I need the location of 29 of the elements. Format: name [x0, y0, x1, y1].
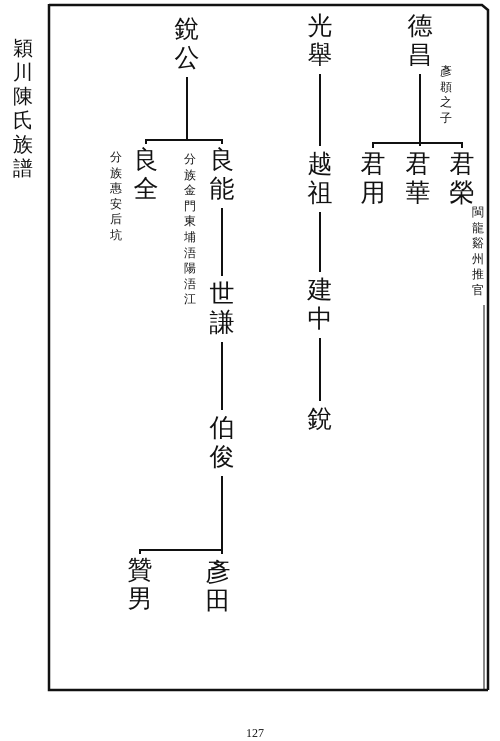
lineage-line [221, 208, 223, 276]
name-text: 君用 [360, 150, 386, 208]
name-text: 世謙 [210, 280, 234, 338]
note-text: 分族惠安后坑 [110, 150, 122, 244]
lineage-line [221, 342, 223, 410]
name-text: 彥田 [206, 558, 230, 616]
lineage-line [145, 77, 188, 144]
name-text: 良能 [210, 146, 234, 204]
note-text: 分族金門東埔浯陽浯江 [184, 152, 196, 308]
name-text: 銳公 [174, 15, 200, 72]
name-text: 越祖 [308, 150, 332, 208]
lineage-line [319, 74, 321, 146]
name-text: 君榮 [450, 150, 474, 208]
lineage-line [372, 74, 421, 148]
name-text: 君華 [406, 150, 430, 208]
lineage-line [139, 476, 223, 554]
name-text: 建中 [308, 276, 332, 334]
page-number: 127 [246, 726, 264, 741]
name-text: 德昌 [408, 12, 432, 70]
name-text: 光舉 [308, 12, 332, 70]
lineage-line [319, 212, 321, 272]
name-text: 伯俊 [210, 414, 234, 472]
note-text: 彥頵之子 [440, 64, 452, 126]
note-text: 閩龍谿州推官 [472, 205, 484, 299]
name-text: 贊男 [128, 556, 152, 614]
name-text: 良全 [134, 146, 158, 204]
title: 穎川陳氏族譜 [13, 36, 33, 180]
name-text: 銳 [308, 405, 332, 434]
lineage-line [319, 338, 321, 401]
